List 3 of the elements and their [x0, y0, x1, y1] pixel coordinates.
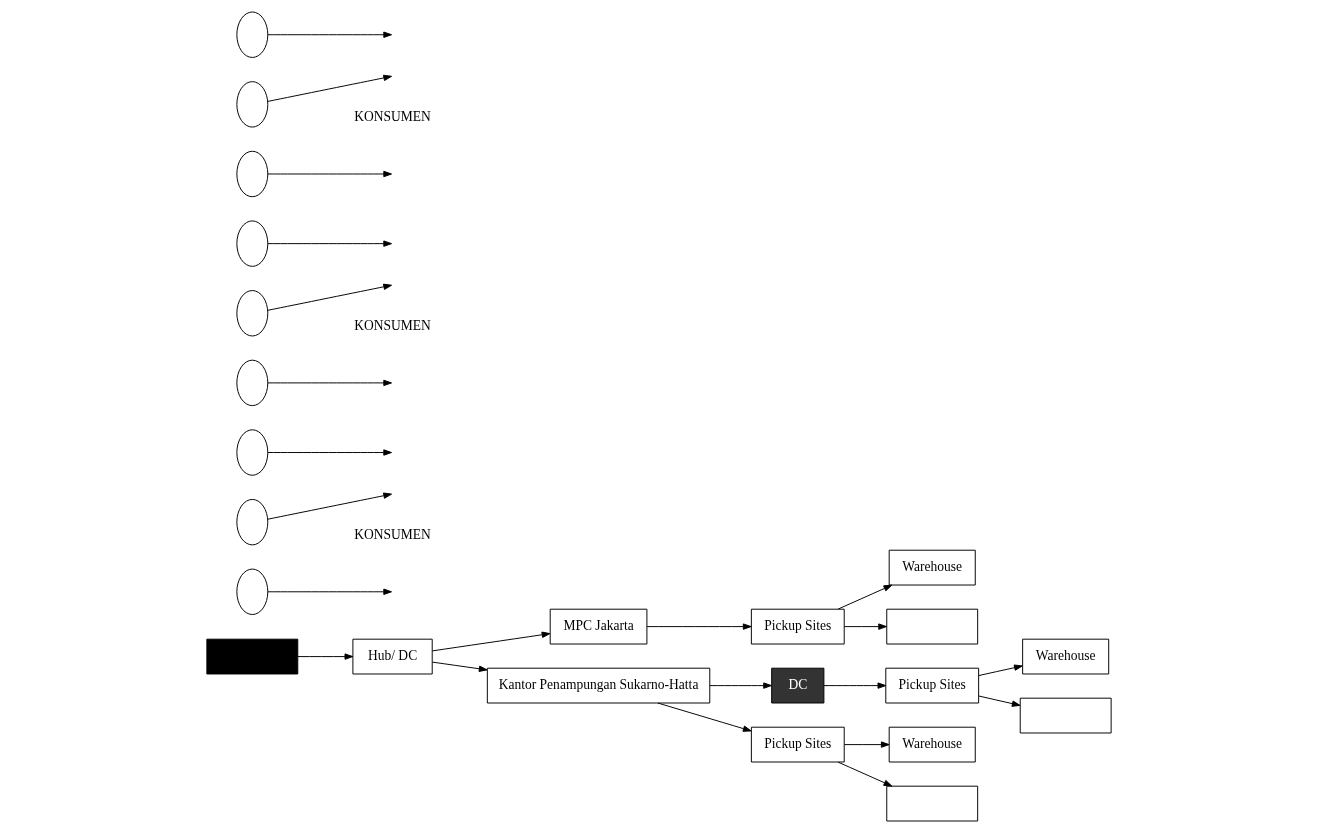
label: KONSUMEN — [354, 109, 431, 125]
label: KONSUMEN — [354, 527, 431, 543]
label: KONSUMEN — [354, 318, 431, 334]
